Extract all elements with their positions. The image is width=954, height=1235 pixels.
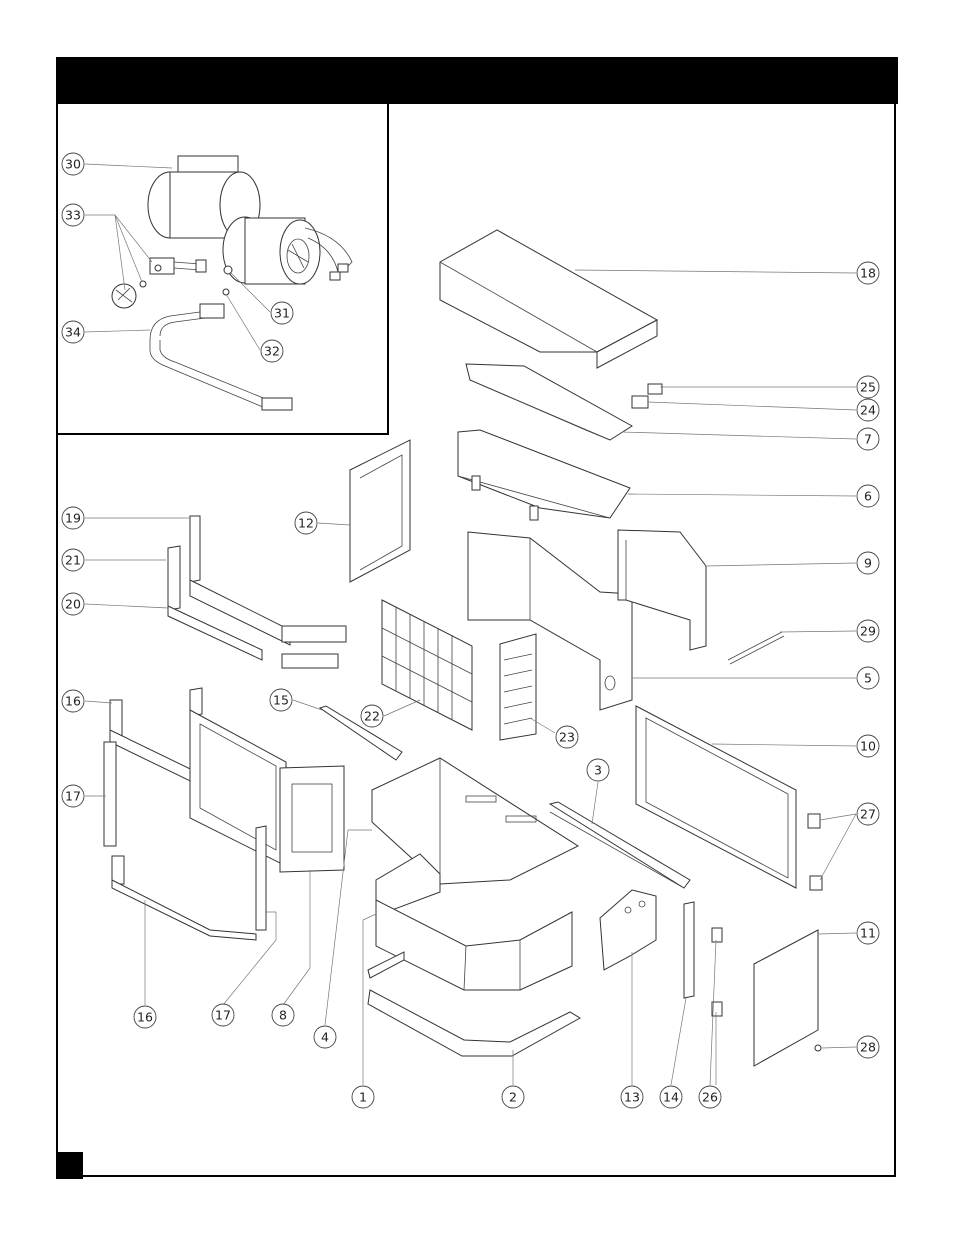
- callout-17-top: 17: [62, 785, 84, 807]
- part-14-strip: [684, 902, 694, 998]
- svg-text:11: 11: [860, 926, 876, 941]
- svg-text:4: 4: [321, 1030, 329, 1045]
- callout-15: 15: [270, 689, 292, 711]
- svg-text:24: 24: [860, 403, 876, 418]
- svg-text:16: 16: [137, 1010, 153, 1025]
- part-24-25-clips: [632, 384, 662, 408]
- callout-28: 28: [857, 1036, 879, 1058]
- callout-11: 11: [857, 922, 879, 944]
- callout-24: 24: [857, 399, 879, 421]
- part-11-door: [754, 930, 818, 1066]
- svg-text:12: 12: [298, 516, 314, 531]
- svg-text:3: 3: [594, 763, 602, 778]
- svg-text:32: 32: [264, 344, 280, 359]
- svg-text:30: 30: [65, 157, 81, 172]
- part-7-baffle: [466, 364, 632, 440]
- callout-12: 12: [295, 512, 317, 534]
- part-27-hinges: [808, 814, 822, 890]
- svg-text:31: 31: [274, 306, 290, 321]
- svg-text:21: 21: [65, 553, 81, 568]
- svg-text:33: 33: [65, 208, 81, 223]
- callout-13: 13: [621, 1086, 643, 1108]
- callout-10: 10: [857, 735, 879, 757]
- callout-2: 2: [502, 1086, 524, 1108]
- svg-text:5: 5: [864, 671, 872, 686]
- part-8-door-frame: [190, 688, 344, 930]
- callout-1: 1: [352, 1086, 374, 1108]
- part-19-20-21-trim: [168, 516, 346, 668]
- svg-text:10: 10: [860, 739, 876, 754]
- svg-text:15: 15: [273, 693, 289, 708]
- callout-22: 22: [361, 705, 383, 727]
- callout-31: 31: [271, 302, 293, 324]
- callout-16-bottom: 16: [134, 1006, 156, 1028]
- part-13-control-bracket: [600, 890, 656, 970]
- callout-32: 32: [261, 340, 283, 362]
- part-22-grille: [382, 600, 472, 730]
- hardware-washers: [223, 266, 232, 295]
- callout-27: 27: [857, 803, 879, 825]
- callout-6: 6: [857, 485, 879, 507]
- blower-assembly: [148, 156, 352, 284]
- svg-text:16: 16: [65, 694, 81, 709]
- callout-20: 20: [62, 593, 84, 615]
- part-5-firebox-side: [468, 532, 632, 710]
- svg-text:34: 34: [65, 325, 81, 340]
- callout-25: 25: [857, 376, 879, 398]
- callout-9: 9: [857, 552, 879, 574]
- svg-text:29: 29: [860, 624, 876, 639]
- svg-text:19: 19: [65, 511, 81, 526]
- callout-23: 23: [556, 726, 578, 748]
- callout-26: 26: [699, 1086, 721, 1108]
- svg-text:13: 13: [624, 1090, 640, 1105]
- svg-text:6: 6: [864, 489, 872, 504]
- callout-34: 34: [62, 321, 84, 343]
- svg-text:14: 14: [663, 1090, 679, 1105]
- svg-text:23: 23: [559, 730, 575, 745]
- callout-7: 7: [857, 428, 879, 450]
- svg-text:28: 28: [860, 1040, 876, 1055]
- callout-4: 4: [314, 1026, 336, 1048]
- svg-text:25: 25: [860, 380, 876, 395]
- svg-text:18: 18: [860, 266, 876, 281]
- part-29-rod: [728, 632, 784, 664]
- callout-18: 18: [857, 262, 879, 284]
- callout-19: 19: [62, 507, 84, 529]
- callout-14: 14: [660, 1086, 682, 1108]
- callout-8: 8: [272, 1004, 294, 1026]
- part-10-back-panel: [636, 706, 796, 888]
- svg-text:17: 17: [65, 789, 81, 804]
- part-18-top-panel: [440, 230, 657, 368]
- callout-21: 21: [62, 549, 84, 571]
- part-12-side-panel: [350, 440, 410, 582]
- callout-16-top: 16: [62, 690, 84, 712]
- svg-text:20: 20: [65, 597, 81, 612]
- svg-text:22: 22: [364, 709, 380, 724]
- callout-30: 30: [62, 153, 84, 175]
- callout-17-bottom: 17: [212, 1004, 234, 1026]
- svg-text:8: 8: [279, 1008, 287, 1023]
- svg-text:2: 2: [509, 1090, 517, 1105]
- svg-text:17: 17: [215, 1008, 231, 1023]
- part-23-grille: [500, 634, 536, 740]
- svg-text:1: 1: [359, 1090, 367, 1105]
- svg-text:27: 27: [860, 807, 876, 822]
- callout-5: 5: [857, 667, 879, 689]
- part-28-screw: [815, 1045, 821, 1051]
- svg-text:9: 9: [864, 556, 872, 571]
- callout-3: 3: [587, 759, 609, 781]
- part-6-heat-baffle: [458, 430, 630, 520]
- svg-text:7: 7: [864, 432, 872, 447]
- callout-33: 33: [62, 204, 84, 226]
- svg-text:26: 26: [702, 1090, 718, 1105]
- callout-29: 29: [857, 620, 879, 642]
- speed-control: [112, 258, 206, 308]
